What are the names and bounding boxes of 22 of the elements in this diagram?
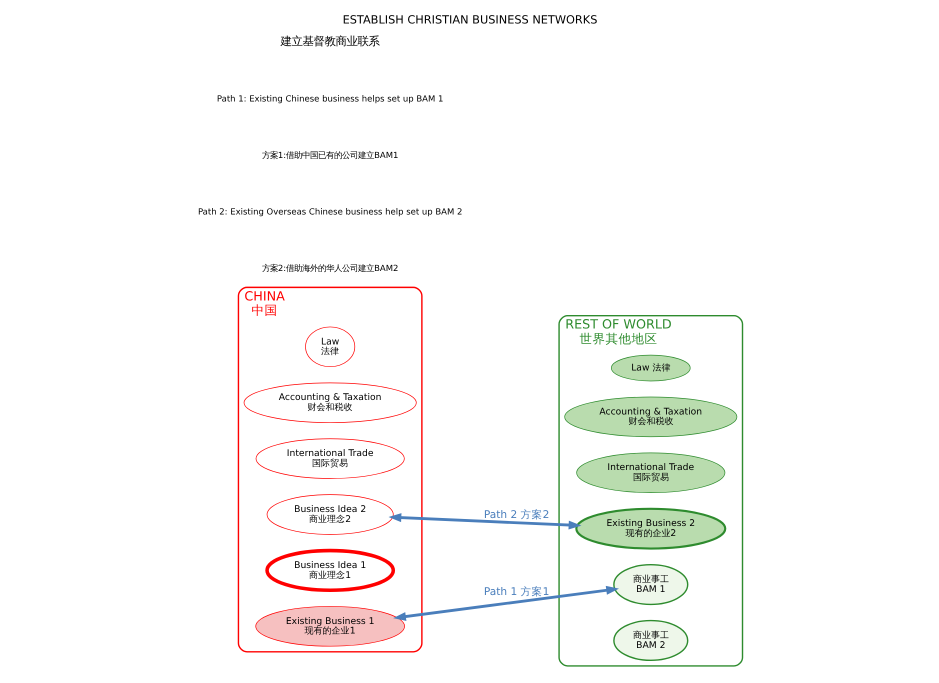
node-ellipse: Accounting & Taxation 财会和税收	[243, 382, 416, 423]
arrow	[388, 513, 581, 530]
diagram-title: ESTABLISH CHRISTIAN BUSINESS NETWORKS	[342, 12, 597, 26]
label: 建立基督教商业联系	[280, 34, 380, 48]
node-ellipse: Existing Business 2 现有的企业2	[574, 508, 726, 550]
arrow	[392, 586, 618, 621]
node-ellipse: Accounting & Taxation 财会和税收	[564, 396, 737, 438]
label: Path 2: Existing Overseas Chinese business help set up BAM 2	[197, 208, 462, 218]
label: Path 1: Existing Chinese business helps set up BAM 1	[216, 94, 443, 104]
node-ellipse: Business Idea 1 商业理念1	[264, 548, 395, 592]
node-ellipse: 商业事工 BAM 1	[612, 564, 688, 606]
node-ellipse: International Trade 国际贸易	[255, 438, 404, 479]
node-ellipse: 商业事工 BAM 2	[612, 620, 688, 662]
label: 方案1:借助中国已有的公司建立BAM1	[261, 150, 398, 161]
node-ellipse: Law 法律	[304, 326, 355, 368]
node-ellipse: Business Idea 2 商业理念2	[266, 494, 394, 535]
label: 方案2:借助海外的华人公司建立BAM2	[261, 264, 398, 274]
edge-label: Path 1 方案1	[483, 585, 549, 598]
edge-label: Path 2 方案2	[483, 508, 549, 522]
node-ellipse: Law 法律	[610, 354, 690, 382]
node-ellipse: International Trade 国际贸易	[576, 452, 725, 493]
node-ellipse: Existing Business 1 现有的企业1	[254, 606, 404, 647]
